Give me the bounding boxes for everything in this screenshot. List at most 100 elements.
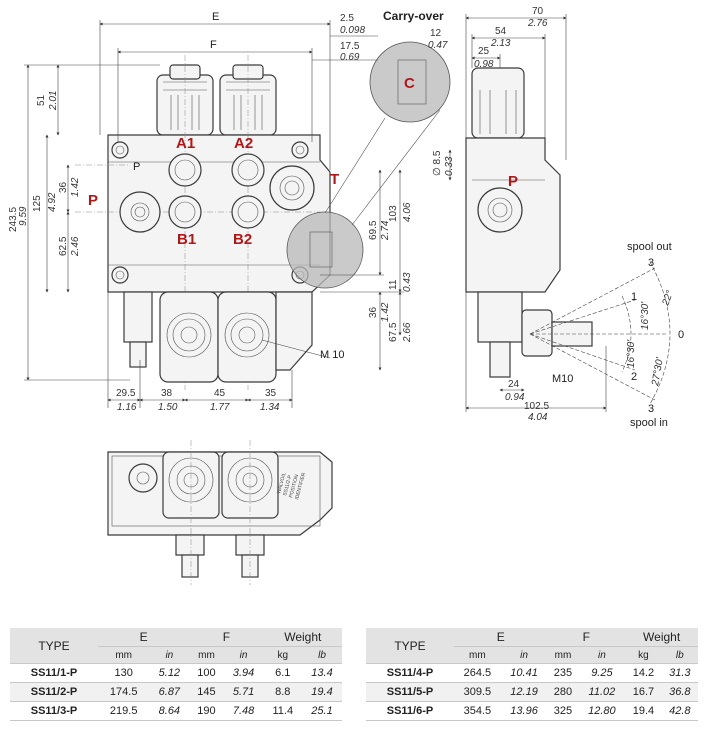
spool-angle-diagram [529, 261, 671, 405]
dim-67-5: 67.5 [388, 322, 399, 342]
dim-12: 12 [430, 28, 442, 39]
cell-kg: 8.8 [263, 682, 302, 702]
dim-125: 125 [32, 195, 43, 212]
port-label-t: T [330, 171, 339, 188]
cell-f-in: 12.80 [578, 701, 626, 721]
cell-type: SS11/3-P [10, 701, 98, 721]
cell-e-in: 8.64 [149, 701, 190, 721]
dim-54: 54 [495, 26, 507, 37]
dim-2-01: 2.01 [48, 91, 59, 111]
lower-housing-2 [217, 291, 277, 383]
front-view: A1 A2 B1 B2 P T P Carry-over C M 10 E F … [8, 9, 451, 413]
cell-kg: 11.4 [263, 701, 302, 721]
port-label-b2: B2 [233, 231, 252, 248]
port-b1 [168, 195, 202, 229]
cell-f-in: 9.25 [578, 663, 626, 683]
carry-over-detail-upper [369, 41, 451, 123]
angle-22: 22° [660, 289, 676, 308]
carry-over-title: Carry-over [383, 9, 444, 23]
table-row: SS11/3-P 219.5 8.64 190 7.48 11.4 25.1 [10, 701, 342, 721]
dim-2-46: 2.46 [70, 236, 81, 257]
dim-51: 51 [36, 94, 47, 106]
dim-35: 35 [265, 388, 277, 399]
dim-1-16: 1.16 [117, 402, 137, 413]
cell-lb: 31.3 [661, 663, 698, 683]
position-2: 2 [631, 371, 637, 383]
dim-70: 70 [532, 6, 544, 17]
spool-out-label: spool out [627, 241, 672, 253]
cell-type: SS11/5-P [366, 682, 454, 702]
cell-e-in: 13.96 [500, 701, 548, 721]
header-type: TYPE [10, 628, 98, 664]
port-a2 [231, 153, 265, 187]
cell-lb: 13.4 [301, 663, 342, 683]
unit-in: in [500, 646, 548, 664]
angle-16-30-a: 16°30' [640, 301, 651, 330]
unit-mm: mm [189, 646, 224, 664]
dim-0-43: 0.43 [402, 272, 413, 292]
unit-mm: mm [454, 646, 501, 664]
table-row: SS11/5-P 309.5 12.19 280 11.02 16.7 36.8 [366, 682, 698, 702]
dim-11: 11 [388, 279, 399, 290]
header-e: E [98, 628, 190, 647]
side-dimension-lines [448, 14, 607, 412]
angle-27-30: 27°30' [650, 356, 666, 388]
cell-lb: 19.4 [301, 682, 342, 702]
cell-kg: 16.7 [625, 682, 662, 702]
position-0: 0 [678, 329, 684, 341]
port-label-a1: A1 [176, 135, 195, 152]
unit-mm: mm [98, 646, 150, 664]
cell-lb: 36.8 [661, 682, 698, 702]
dim-e: E [212, 11, 219, 23]
dim-62-5: 62.5 [58, 236, 69, 256]
side-view: P spool out spool in M10 3 1 0 2 3 22° 1… [432, 6, 684, 429]
cell-e-mm: 130 [98, 663, 150, 683]
dim-dia-8-5: ∅ 8.5 [432, 150, 443, 176]
header-f: F [547, 628, 626, 647]
header-e: E [454, 628, 548, 647]
dim-0-98: 0.98 [474, 59, 494, 70]
cell-f-mm: 325 [547, 701, 579, 721]
port-b2 [231, 195, 265, 229]
lower-housing-1 [159, 291, 219, 383]
unit-in: in [223, 646, 264, 664]
dim-4-92: 4.92 [47, 192, 58, 212]
dim-0-94: 0.94 [505, 392, 525, 403]
header-f: F [189, 628, 264, 647]
dim-2-76: 2.76 [527, 18, 548, 29]
port-a1 [168, 153, 202, 187]
dim-29-5: 29.5 [116, 388, 136, 399]
dim-1-42-a: 1.42 [70, 177, 81, 197]
bottom-nameplate-line-1: WALVOIL [276, 472, 287, 495]
dim-1-42-b: 1.42 [380, 302, 391, 322]
dim-1-50: 1.50 [158, 402, 178, 413]
dim-1-34: 1.34 [260, 402, 280, 413]
dim-0-098: 0.098 [340, 25, 365, 36]
cell-e-in: 5.12 [149, 663, 190, 683]
cell-type: SS11/4-P [366, 663, 454, 683]
cell-e-in: 10.41 [500, 663, 548, 683]
port-label-a2: A2 [234, 135, 253, 152]
unit-lb: lb [301, 646, 342, 664]
cell-e-in: 12.19 [500, 682, 548, 702]
table-row: SS11/6-P 354.5 13.96 325 12.80 19.4 42.8 [366, 701, 698, 721]
m10-side-label: M10 [552, 373, 573, 385]
table-row: SS11/2-P 174.5 6.87 145 5.71 8.8 19.4 [10, 682, 342, 702]
port-label-p: P [88, 192, 98, 209]
cell-f-mm: 190 [189, 701, 224, 721]
cell-f-in: 7.48 [223, 701, 264, 721]
cell-type: SS11/2-P [10, 682, 98, 702]
cell-f-in: 3.94 [223, 663, 264, 683]
dim-0-47: 0.47 [428, 40, 448, 51]
dim-0-69: 0.69 [340, 52, 360, 63]
cell-e-mm: 174.5 [98, 682, 150, 702]
cell-e-mm: 354.5 [454, 701, 501, 721]
cell-kg: 19.4 [625, 701, 662, 721]
port-label-p-small: P [133, 161, 140, 173]
unit-in: in [149, 646, 190, 664]
cell-kg: 6.1 [263, 663, 302, 683]
unit-mm: mm [547, 646, 579, 664]
cell-lb: 25.1 [301, 701, 342, 721]
position-3-top: 3 [648, 257, 654, 269]
spec-table-left: TYPE E F Weight mm in mm in kg lb SS11/1… [10, 628, 342, 721]
